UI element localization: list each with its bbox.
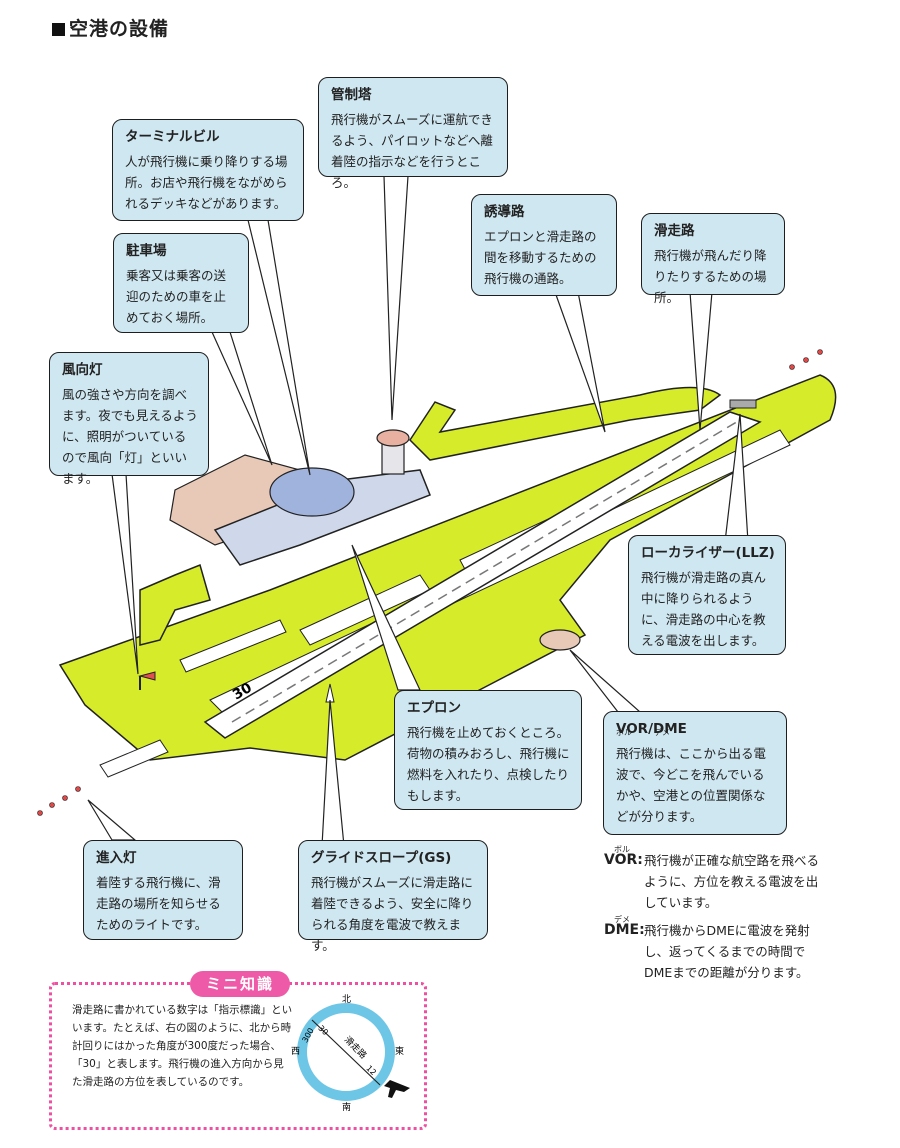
compass-west: 西 [291, 1046, 300, 1057]
callout-title: エプロン [407, 700, 461, 716]
pointer-control-tower [383, 175, 409, 421]
pointer-parking [211, 331, 273, 466]
callout-body: 飛行機がスムーズに運航できるよう、パイロットなどへ離着陸の指示などを行うところ。 [331, 112, 493, 190]
callout-control-tower: 管制塔 飛行機がスムーズに運航できるよう、パイロットなどへ離着陸の指示などを行う… [318, 77, 508, 190]
callout-title: ローカライザー(LLZ) [641, 545, 775, 561]
callout-body: 飛行機がスムーズに滑走路に着陸できるよう、安全に降りられる角度を電波で教えます。 [311, 875, 474, 953]
runway-compass: 北 南 東 西 滑走路 300 30 12 [291, 994, 410, 1113]
approach-light-bar [99, 739, 169, 778]
grass-strip-3 [179, 619, 287, 673]
mini-knowledge-body: 滑走路に書かれている数字は「指示標識」といいます。たとえば、右の図のように、北か… [72, 1004, 293, 1088]
page-title: 空港の設備 [52, 14, 169, 41]
mini-knowledge-title: ミニ知識 [190, 971, 290, 997]
callout-body: 着陸する飛行機に、滑走路の場所を知らせるためのライトです。 [96, 875, 221, 932]
dme-ruby: デメ [654, 728, 670, 737]
taxiway-loop [409, 386, 722, 461]
callout-title: 風向灯 [62, 362, 103, 378]
note-term-text: VOR: [604, 852, 643, 868]
callout-title: 駐車場 [126, 243, 167, 259]
airplane-icon [384, 1080, 410, 1098]
runway [203, 411, 762, 739]
callout-runway: 滑走路 飛行機が飛んだり降りたりするための場所。 [641, 213, 785, 305]
control-tower-cab [376, 429, 410, 447]
callout-body: 飛行機は、ここから出る電波で、今どこを飛んでいるかや、空港との位置関係などが分り… [616, 746, 767, 824]
localizer-antenna [729, 399, 757, 409]
callout-body: 人が飛行機に乗り降りする場所。お店や飛行機をながめられるデッキなどがあります。 [125, 154, 288, 211]
vor-dme-station [539, 629, 581, 651]
left-taxiway [139, 563, 211, 646]
approach-lights [37, 349, 823, 816]
callout-body: 風の強さや方向を調べます。夜でも見えるように、照明がついているので風向「灯」とい… [62, 387, 198, 486]
runway-centerline [231, 419, 741, 723]
note-desc: 飛行機からDMEに電波を発射し、返ってくるまでの時間でDMEまでの距離が分ります… [644, 923, 810, 980]
callout-apron: エプロン 飛行機を止めておくところ。荷物の積みおろし、飛行機に燃料を入れたり、点… [394, 690, 582, 810]
callout-approach-lights: 進入灯 着陸する飛行機に、滑走路の場所を知らせるためのライトです。 [83, 840, 243, 940]
callout-localizer: ローカライザー(LLZ) 飛行機が滑走路の真ん中に降りられるように、滑走路の中心… [628, 535, 786, 655]
callout-body: エプロンと滑走路の間を移動するための飛行機の通路。 [484, 229, 597, 286]
note-desc: 飛行機が正確な航空路を飛べるように、方位を教える電波を出しています。 [644, 853, 820, 910]
callout-title: 誘導路 [484, 204, 525, 220]
compass-east: 東 [395, 1045, 404, 1057]
compass-south: 南 [342, 1101, 351, 1113]
note-ruby: ボル [614, 845, 630, 854]
vor-dme-title: VOR/DME [616, 721, 687, 737]
note-term-text: DME: [604, 922, 645, 938]
callout-taxiway: 誘導路 エプロンと滑走路の間を移動するための飛行機の通路。 [471, 194, 617, 296]
callout-body: 飛行機を止めておくところ。荷物の積みおろし、飛行機に燃料を入れたり、点検したりも… [407, 725, 570, 803]
callout-title: 滑走路 [654, 223, 695, 239]
compass-north: 北 [342, 994, 351, 1005]
pointer-approach [87, 799, 137, 841]
vor-ruby: ボル [616, 728, 632, 737]
terminal-dome [269, 467, 355, 517]
note-ruby: デメ [614, 915, 630, 924]
callout-body: 乗客又は乗客の送迎のための車を止めておく場所。 [126, 268, 227, 325]
callout-windsock: 風向灯 風の強さや方向を調べます。夜でも見えるように、照明がついているので風向「… [49, 352, 209, 486]
compass-runway-line [311, 1019, 381, 1086]
callout-glide-slope: グライドスロープ(GS) 飛行機がスムーズに滑走路に着陸できるよう、安全に降りら… [298, 840, 488, 953]
callout-title: 進入灯 [96, 850, 137, 866]
windsock-icon [138, 671, 156, 681]
pointer-terminal [247, 219, 311, 476]
callout-title: グライドスロープ(GS) [311, 850, 452, 866]
callout-title: ターミナルビル [125, 129, 220, 145]
callout-terminal: ターミナルビル 人が飛行機に乗り降りする場所。お店や飛行機をながめられるデッキな… [112, 119, 304, 221]
callout-parking: 駐車場 乗客又は乗客の送迎のための車を止めておく場所。 [113, 233, 249, 333]
callout-body: 飛行機が滑走路の真ん中に降りられるように、滑走路の中心を教える電波を出します。 [641, 570, 767, 648]
callout-title: 管制塔 [331, 87, 372, 103]
callout-body: 飛行機が飛んだり降りたりするための場所。 [654, 248, 767, 305]
